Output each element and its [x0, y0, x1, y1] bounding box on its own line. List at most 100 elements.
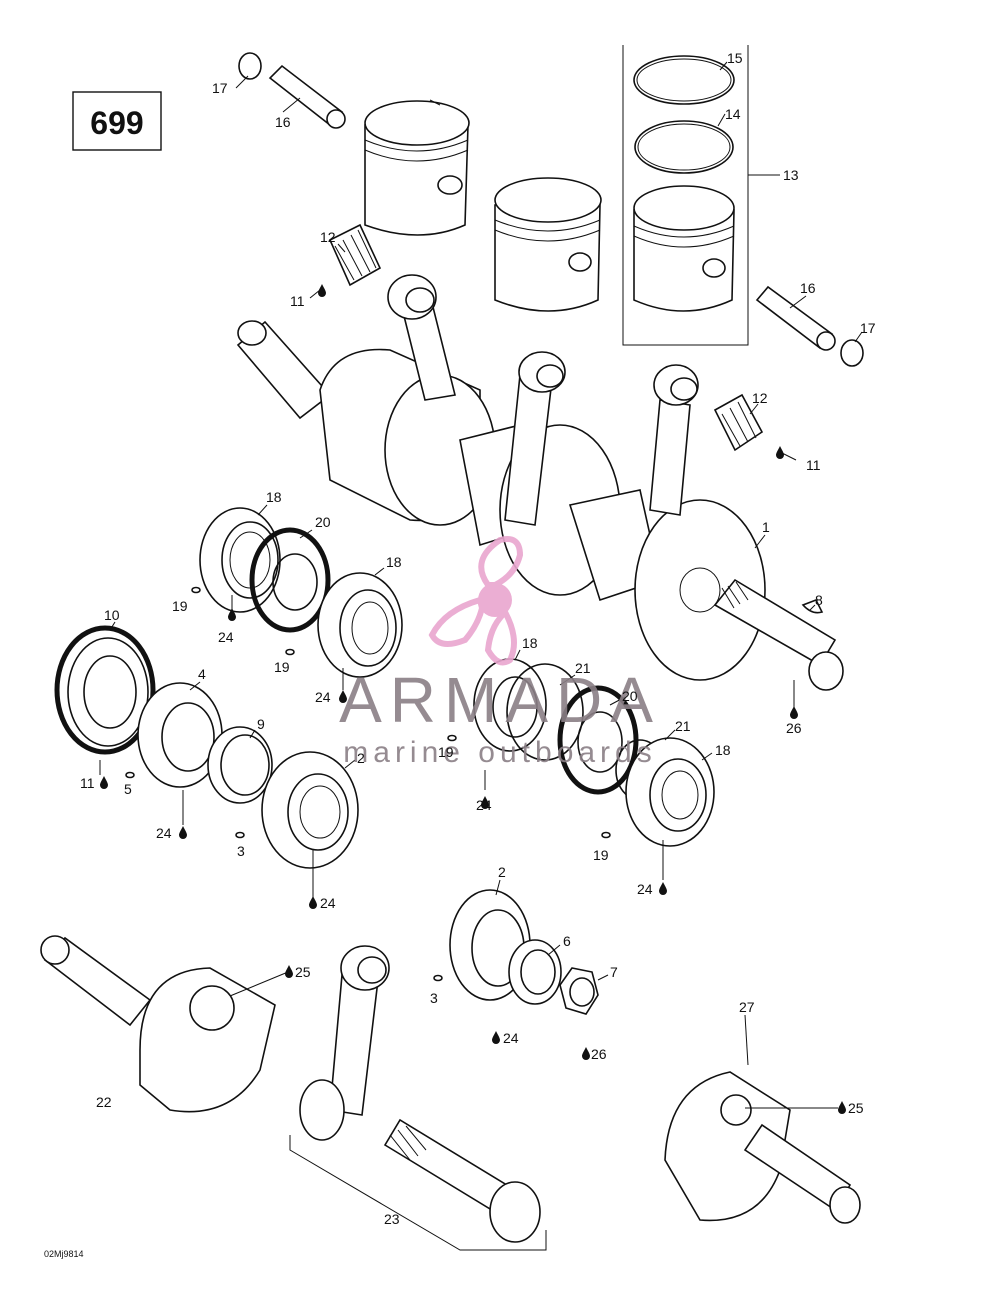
callout-22: 22 [96, 1094, 112, 1110]
callout-20b: 20 [622, 688, 638, 704]
pin-19-a [191, 586, 201, 594]
seal-20-upper [249, 527, 331, 633]
callout-15: 15 [727, 50, 743, 66]
page-number-box [72, 91, 162, 151]
pin-19-c [447, 734, 457, 742]
callout-17b: 17 [860, 320, 876, 336]
crankshaft-half-22 [40, 935, 276, 1113]
callouts: 17 16 15 14 13 12 11 16 17 12 11 1 8 26 … [80, 50, 876, 1227]
connecting-rod-23 [289, 945, 547, 1251]
connecting-rod-middle [504, 351, 566, 526]
callout-17a: 17 [212, 80, 228, 96]
piston-ring-15 [633, 55, 735, 105]
leader-lines [99, 61, 863, 1109]
callout-24c: 24 [156, 825, 172, 841]
callout-12b: 12 [752, 390, 768, 406]
callout-3b: 3 [430, 990, 438, 1006]
seal-10 [54, 625, 156, 755]
callout-18d: 18 [715, 742, 731, 758]
callout-2b: 2 [498, 864, 506, 880]
callout-19d: 19 [593, 847, 609, 863]
piston-ring-14 [634, 120, 734, 174]
lubricant-drop-icon [838, 1101, 846, 1114]
bearing-18-upper [199, 507, 281, 613]
callout-25a: 25 [295, 964, 311, 980]
callout-19a: 19 [172, 598, 188, 614]
callout-26a: 26 [786, 720, 802, 736]
callout-24g: 24 [503, 1030, 519, 1046]
piston-kit [633, 185, 735, 312]
callout-4: 4 [198, 666, 206, 682]
lubricant-drop-icon [776, 446, 784, 459]
callout-16a: 16 [275, 114, 291, 130]
piston-pin-right [755, 285, 836, 351]
bearing-18-mid [317, 572, 403, 678]
callout-18c: 18 [522, 635, 538, 651]
callout-7: 7 [610, 964, 618, 980]
bearing-18-right [625, 737, 715, 847]
callout-19c: 19 [438, 744, 454, 760]
callout-18b: 18 [386, 554, 402, 570]
callout-13: 13 [783, 167, 799, 183]
crankshaft-half-27 [664, 1071, 861, 1224]
callout-24a: 24 [218, 629, 234, 645]
needle-bearing-left [328, 223, 382, 287]
callout-24d: 24 [320, 895, 336, 911]
circlip-top-left [238, 52, 262, 80]
callout-24b: 24 [315, 689, 331, 705]
callout-11c: 11 [80, 775, 95, 791]
figure-code: 02Mj9814 [44, 1249, 84, 1259]
armada-propeller-logo [428, 536, 524, 666]
lubricant-drop-icon [318, 284, 326, 297]
needle-bearing-right [713, 393, 764, 452]
pin-19-b [285, 648, 295, 656]
callout-14: 14 [725, 106, 741, 122]
washer-6 [508, 939, 562, 1005]
callout-24f: 24 [637, 881, 653, 897]
piston-kit-bracket [622, 45, 780, 346]
bearing-2-lower-left [261, 751, 359, 869]
callout-9: 9 [257, 716, 265, 732]
connecting-rod-right [649, 364, 699, 516]
pin-19-d [601, 831, 611, 839]
callout-11a: 11 [290, 293, 305, 309]
lubricant-drop-icon [790, 706, 798, 719]
lubricant-drop-icon [179, 826, 187, 839]
connecting-rod-left [387, 274, 456, 401]
piston-pin-top [268, 64, 346, 129]
watermark-tagline: marine outboards [343, 736, 656, 769]
woodruff-key [801, 598, 824, 614]
lubricant-drop-icon [309, 896, 317, 909]
callout-19b: 19 [274, 659, 290, 675]
callout-16b: 16 [800, 280, 816, 296]
callout-26b: 26 [591, 1046, 607, 1062]
callout-21b: 21 [675, 718, 691, 734]
pin-3-b [433, 974, 443, 982]
callout-18a: 18 [266, 489, 282, 505]
circlip-right [840, 339, 864, 367]
nut-7 [559, 967, 599, 1015]
callout-23: 23 [384, 1211, 400, 1227]
callout-20a: 20 [315, 514, 331, 530]
callout-2a: 2 [357, 750, 365, 766]
piston-middle [494, 177, 602, 312]
callout-3a: 3 [237, 843, 245, 859]
lubricant-drop-icon [492, 1031, 500, 1044]
callout-6: 6 [563, 933, 571, 949]
callout-10: 10 [104, 607, 120, 623]
lubricant-drop-icon [582, 1047, 590, 1060]
pin-3-a [235, 831, 245, 839]
callout-21a: 21 [575, 660, 591, 676]
lubricant-drop-icon [285, 965, 293, 978]
callout-5: 5 [124, 781, 132, 797]
callout-8: 8 [815, 592, 823, 608]
lubricant-drop-icon [659, 882, 667, 895]
armada-watermark: ARMADA marine outboards [339, 536, 661, 769]
ring-21-center [506, 663, 584, 761]
callout-25b: 25 [848, 1100, 864, 1116]
pin-5 [125, 771, 135, 779]
watermark-brand: ARMADA [339, 664, 661, 736]
callout-11b: 11 [806, 457, 821, 473]
callout-27: 27 [739, 999, 755, 1015]
lubricant-drop-icon [100, 776, 108, 789]
